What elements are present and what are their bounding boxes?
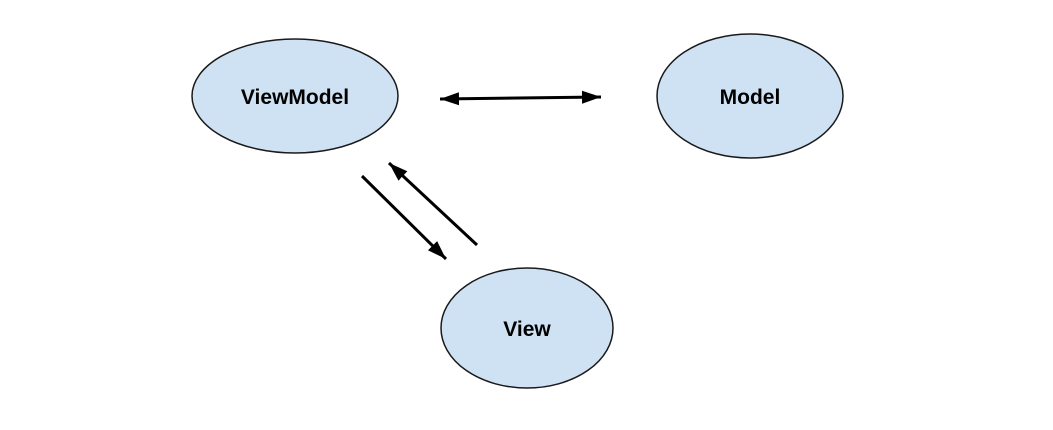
node-model-ellipse <box>656 33 844 159</box>
node-model-label: Model <box>720 86 781 109</box>
node-viewmodel-ellipse <box>191 38 399 154</box>
node-view-ellipse <box>440 267 614 389</box>
edge-viewmodel-model-double-arrow <box>439 90 602 106</box>
node-model: Model <box>656 33 844 159</box>
node-view: View <box>440 267 614 389</box>
edge-viewmodel-view-arrow <box>360 174 448 261</box>
node-viewmodel: ViewModel <box>191 38 399 154</box>
node-view-label: View <box>503 318 551 341</box>
node-viewmodel-label: ViewModel <box>241 86 349 109</box>
edge-view-viewmodel-arrow <box>387 161 479 247</box>
